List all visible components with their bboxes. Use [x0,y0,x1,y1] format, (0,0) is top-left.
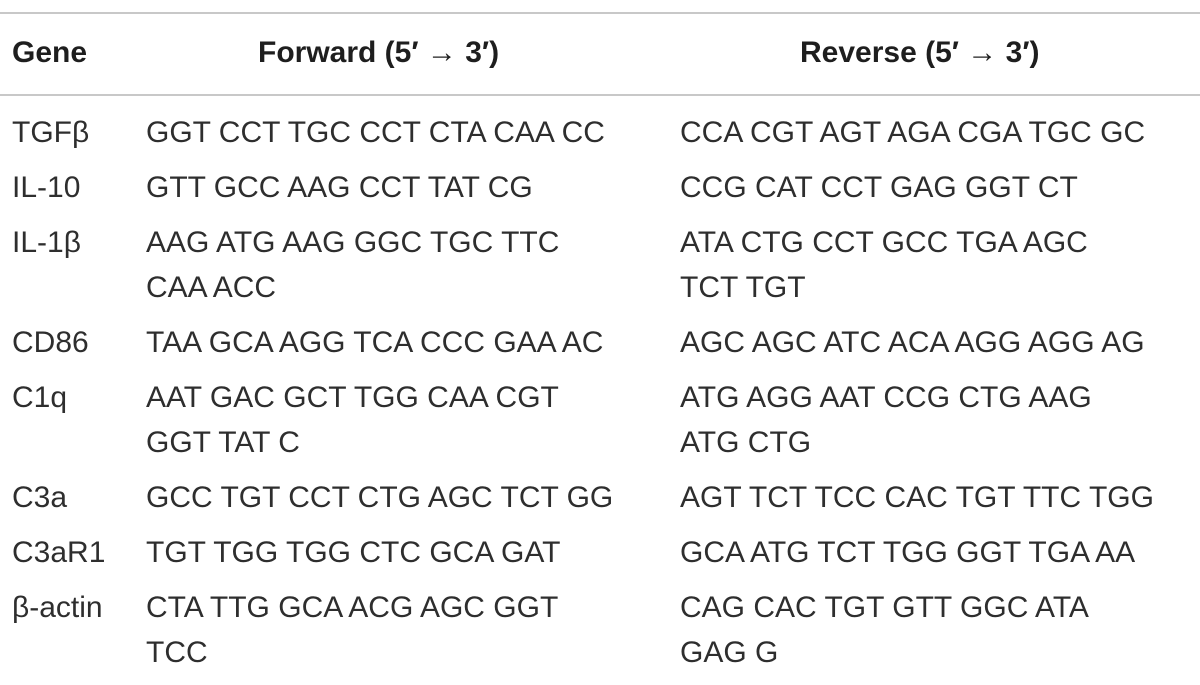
reverse-primer-line: ATA CTG CCT GCC TGA AGC [680,226,1088,259]
header-reverse: Reverse (5′ → 3′) [800,36,1040,69]
table-body: TGFβ GGT CCT TGC CCT CTA CAA CC CCA CGT … [0,110,1200,685]
reverse-primer-cell: AGC AGC ATC ACA AGG AGG AG [680,320,1145,365]
forward-primer-line: CAA ACC [146,271,277,304]
reverse-primer-line: ATG AGG AAT CCG CTG AAG [680,381,1092,414]
forward-primer-cell: TGT TGG TGG CTC GCA GAT [146,530,560,575]
table-row: C3aR1 TGT TGG TGG CTC GCA GAT GCA ATG TC… [0,530,1200,585]
gene-cell: IL-1β [12,226,81,259]
table-row: CD86 TAA GCA AGG TCA CCC GAA AC AGC AGC … [0,320,1200,375]
gene-cell: C1q [12,381,68,414]
reverse-primer-cell: AGT TCT TCC CAC TGT TTC TGG [680,475,1154,520]
header-gene: Gene [12,36,88,69]
reverse-primer-cell: GCA ATG TCT TGG GGT TGA AA [680,530,1135,575]
gene-cell: IL-10 [12,171,81,204]
reverse-primer-cell: ATG AGG AAT CCG CTG AAG ATG CTG [680,375,1092,465]
gene-cell: C3aR1 [12,536,106,569]
reverse-primer-line: AGC AGC ATC ACA AGG AGG AG [680,326,1145,359]
forward-primer-line: TCC [146,636,208,669]
forward-primer-line: TAA GCA AGG TCA CCC GAA AC [146,326,604,359]
forward-primer-line: CTA TTG GCA ACG AGC GGT [146,591,559,624]
reverse-primer-line: ATG CTG [680,426,812,459]
table-top-rule [0,12,1200,14]
reverse-primer-line: CCA CGT AGT AGA CGA TGC GC [680,116,1146,149]
reverse-primer-cell: CCA CGT AGT AGA CGA TGC GC [680,110,1145,155]
table-row: C1q AAT GAC GCT TGG CAA CGT GGT TAT C AT… [0,375,1200,475]
gene-cell: C3a [12,481,68,514]
forward-primer-line: GTT GCC AAG CCT TAT CG [146,171,533,204]
table-row: IL-1β AAG ATG AAG GGC TGC TTC CAA ACC AT… [0,220,1200,320]
reverse-primer-cell: CCG CAT CCT GAG GGT CT [680,165,1078,210]
table-row: TGFβ GGT CCT TGC CCT CTA CAA CC CCA CGT … [0,110,1200,165]
forward-primer-cell: CTA TTG GCA ACG AGC GGT TCC [146,585,558,675]
forward-primer-cell: GCC TGT CCT CTG AGC TCT GG [146,475,613,520]
reverse-primer-line: TCT TGT [680,271,806,304]
forward-primer-line: AAT GAC GCT TGG CAA CGT [146,381,559,414]
table-row: C3a GCC TGT CCT CTG AGC TCT GG AGT TCT T… [0,475,1200,530]
table-row: β-actin CTA TTG GCA ACG AGC GGT TCC CAG … [0,585,1200,685]
table-header-row: Gene Forward (5′ → 3′) Reverse (5′ → 3′) [0,12,1200,94]
forward-primer-cell: AAG ATG AAG GGC TGC TTC CAA ACC [146,220,559,310]
forward-primer-cell: AAT GAC GCT TGG CAA CGT GGT TAT C [146,375,559,465]
reverse-primer-cell: CAG CAC TGT GTT GGC ATA GAG G [680,585,1089,675]
forward-primer-cell: TAA GCA AGG TCA CCC GAA AC [146,320,603,365]
reverse-primer-line: AGT TCT TCC CAC TGT TTC TGG [680,481,1154,514]
reverse-primer-line: GCA ATG TCT TGG GGT TGA AA [680,536,1136,569]
table-row: IL-10 GTT GCC AAG CCT TAT CG CCG CAT CCT… [0,165,1200,220]
reverse-primer-line: CCG CAT CCT GAG GGT CT [680,171,1078,204]
forward-primer-cell: GTT GCC AAG CCT TAT CG [146,165,533,210]
forward-primer-cell: GGT CCT TGC CCT CTA CAA CC [146,110,605,155]
header-forward: Forward (5′ → 3′) [258,36,500,69]
forward-primer-line: AAG ATG AAG GGC TGC TTC [146,226,560,259]
reverse-primer-line: GAG G [680,636,779,669]
gene-cell: β-actin [12,591,103,624]
reverse-primer-line: CAG CAC TGT GTT GGC ATA [680,591,1089,624]
forward-primer-line: TGT TGG TGG CTC GCA GAT [146,536,561,569]
forward-primer-line: GGT TAT C [146,426,300,459]
reverse-primer-cell: ATA CTG CCT GCC TGA AGC TCT TGT [680,220,1088,310]
forward-primer-line: GCC TGT CCT CTG AGC TCT GG [146,481,614,514]
gene-cell: CD86 [12,326,89,359]
gene-cell: TGFβ [12,116,90,149]
header-bottom-rule [0,94,1200,96]
forward-primer-line: GGT CCT TGC CCT CTA CAA CC [146,116,605,149]
